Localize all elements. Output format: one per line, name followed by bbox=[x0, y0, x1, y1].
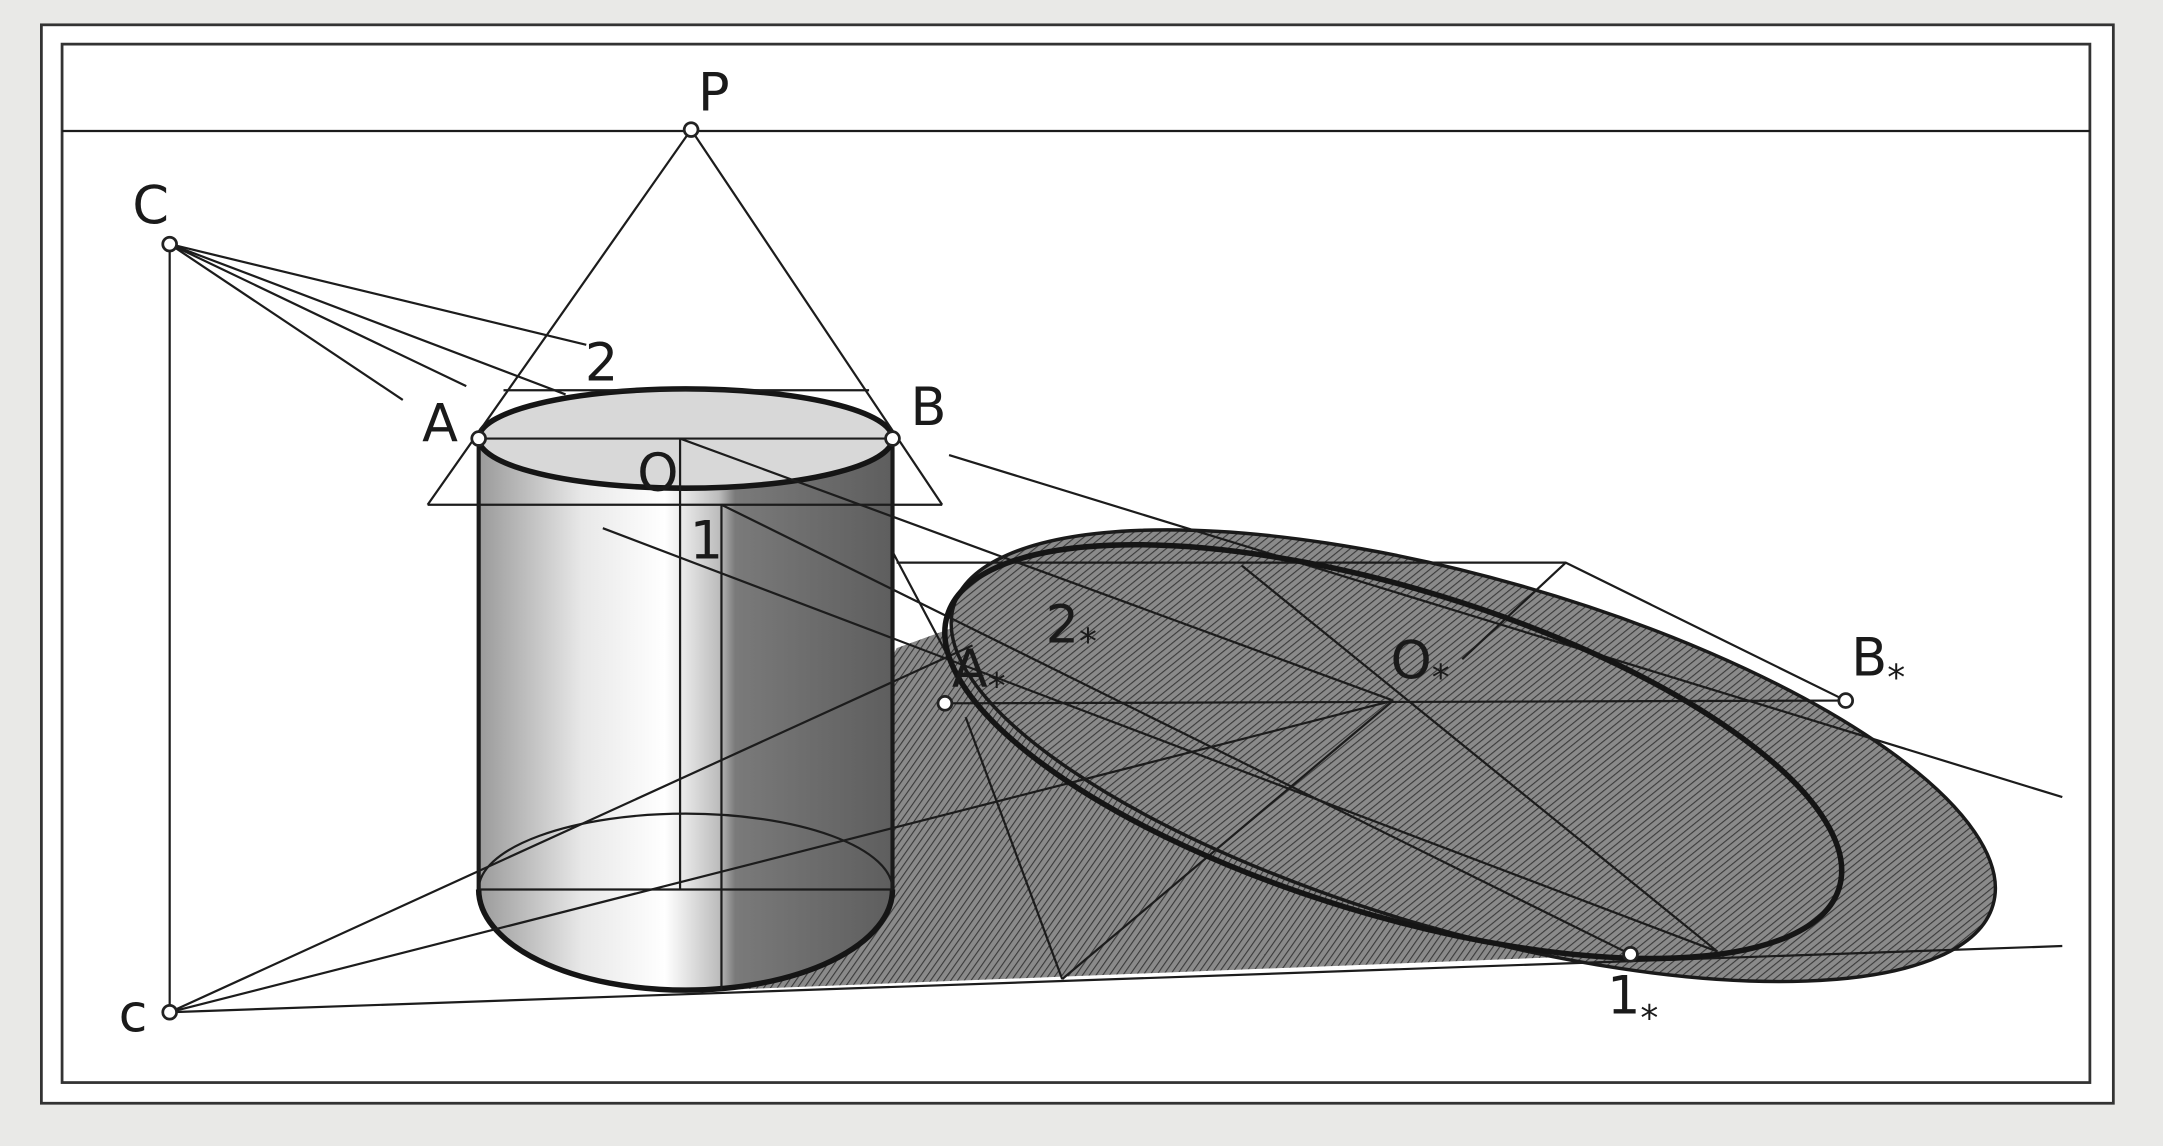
offset-diag bbox=[1461, 561, 1567, 660]
label-1-star: 1* bbox=[1607, 966, 1658, 1040]
label-B: B bbox=[910, 377, 946, 438]
c-ray-1 bbox=[169, 243, 404, 401]
label-O-star: O* bbox=[1391, 631, 1450, 699]
label-A: A bbox=[422, 393, 458, 454]
o-star-chord-1 bbox=[1061, 699, 1394, 980]
point-C bbox=[161, 235, 178, 253]
label-P: P bbox=[698, 62, 730, 123]
point-A-star bbox=[936, 695, 954, 712]
c-to-a-star bbox=[169, 644, 973, 1014]
label-B-star: B* bbox=[1851, 628, 1905, 699]
o-star-chord-2 bbox=[1240, 564, 1719, 953]
point-B bbox=[884, 430, 901, 447]
cylinder-body bbox=[476, 436, 895, 993]
p-ray-right bbox=[690, 129, 944, 506]
point-A bbox=[470, 430, 487, 447]
point-1-star bbox=[1622, 946, 1639, 963]
label-c: c bbox=[119, 984, 148, 1045]
shadow-of-top-ellipse bbox=[942, 541, 1845, 962]
point-c bbox=[161, 1003, 178, 1021]
cylinder-bottom-back-arc bbox=[477, 812, 894, 890]
point-P bbox=[682, 121, 700, 138]
c-ray-3 bbox=[169, 243, 566, 396]
c-to-o-star bbox=[169, 699, 1394, 1014]
label-C: C bbox=[132, 175, 169, 236]
point-B-star bbox=[1837, 692, 1855, 709]
ray-left bbox=[602, 527, 1718, 953]
label-2-star: 2* bbox=[1046, 595, 1097, 663]
label-2: 2 bbox=[585, 333, 618, 394]
label-O: O bbox=[637, 443, 678, 504]
label-1: 1 bbox=[690, 511, 723, 572]
c-base-tangent bbox=[169, 944, 2063, 1014]
tangent-b bbox=[948, 454, 2063, 799]
label-A-star: A* bbox=[952, 639, 1006, 707]
a-star-b-star bbox=[944, 699, 1846, 705]
c-ray-4 bbox=[169, 243, 587, 346]
ray-1-to-1-star bbox=[720, 503, 1632, 956]
ray-o-to-o-star bbox=[679, 437, 1394, 702]
o-star-chord-3 bbox=[964, 716, 1064, 980]
cylinder-bottom-front-arc bbox=[475, 889, 896, 993]
c-ray-2 bbox=[169, 243, 467, 388]
